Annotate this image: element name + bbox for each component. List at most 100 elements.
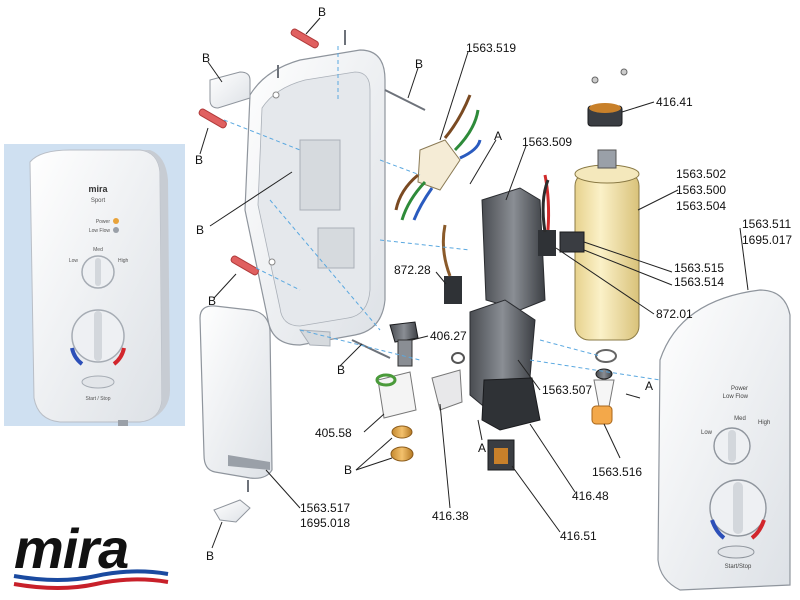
wire-brown-top <box>443 94 472 139</box>
fittings <box>375 321 465 462</box>
label-872-01: 872.01 <box>656 307 693 321</box>
solenoid-coil-winding <box>494 448 508 464</box>
retaining-clip <box>213 499 251 523</box>
heater-tank <box>559 149 640 363</box>
wire-blue-bottom <box>412 187 434 221</box>
leader-416-51 <box>511 465 561 533</box>
strainer-stem <box>397 339 413 367</box>
label-b-1: B <box>318 5 326 19</box>
backplate-hole-bottom <box>268 258 276 266</box>
cover-dial-label-high: High <box>758 420 770 426</box>
photo-mode-label-low-flow: Low Flow <box>89 228 111 234</box>
label-1563-502: 1563.502 <box>676 167 726 181</box>
leader-lines <box>199 17 749 549</box>
leader-405-58 <box>363 413 385 433</box>
cover-mode-label-power: Power <box>731 386 748 392</box>
label-a-2: A <box>645 379 653 393</box>
leader-1563-519 <box>439 51 469 141</box>
side-cover <box>199 305 273 479</box>
terminal-block <box>394 94 482 221</box>
logo-wordmark: mira <box>14 517 128 580</box>
leader-872-01 <box>555 247 655 315</box>
leader-1563-507 <box>517 359 541 391</box>
heater-stat <box>559 231 585 253</box>
wire-black <box>541 179 550 233</box>
label-1563-504: 1563.504 <box>676 199 726 213</box>
backplate-outlet-lug <box>299 329 331 347</box>
photo-model-text: Sport <box>91 198 106 204</box>
label-1695-017: 1695.017 <box>742 233 792 247</box>
mira-logo: mira <box>13 517 169 590</box>
screw-right-lower <box>351 339 391 359</box>
guide-valve <box>379 239 471 251</box>
leader-b-4 <box>199 127 209 155</box>
wire-brown-bottom <box>394 173 419 211</box>
leader-b-9 <box>211 521 223 549</box>
cover-dial-label-low: Low <box>701 430 713 436</box>
leader-1563-502 <box>637 189 679 211</box>
label-a-1: A <box>494 129 502 143</box>
label-1563-516: 1563.516 <box>592 465 642 479</box>
fixing-screws <box>247 30 426 492</box>
label-406-27: 406.27 <box>430 329 467 343</box>
front-cover: Power Low Flow Low Med High Start/Stop <box>657 289 791 591</box>
cover-dial-label-med: Med <box>734 416 746 422</box>
leader-b-2 <box>207 61 223 83</box>
outlet-fitting-nozzle <box>591 405 613 425</box>
leader-b-5 <box>209 171 293 227</box>
cover-cold-arc <box>710 519 726 540</box>
photo-brand-text: mira <box>88 184 108 194</box>
thermal-switch <box>587 68 628 127</box>
valve-base <box>481 377 541 431</box>
leader-1563-516 <box>603 423 621 459</box>
cover-power-dial-grip <box>728 430 736 462</box>
cover-start-stop-button <box>717 545 755 559</box>
clamp-bracket <box>431 369 463 411</box>
leader-b-8b <box>355 457 393 471</box>
label-416-38: 416.38 <box>432 509 469 523</box>
wire-brown <box>441 224 452 277</box>
photo-hot-arc <box>112 347 126 366</box>
photo-power-dial-grip <box>95 258 101 286</box>
backplate-mount-block <box>317 227 355 269</box>
brass-washer-1 <box>391 425 413 439</box>
label-1563-515: 1563.515 <box>674 261 724 275</box>
side-cover-clip <box>228 455 270 470</box>
wire-green-bottom <box>400 180 427 221</box>
leader-b-7 <box>339 343 363 367</box>
backplate-rib <box>299 139 341 211</box>
label-416-41: 416.41 <box>656 95 693 109</box>
thermal-switch-screw-1 <box>591 76 599 84</box>
leader-416-38 <box>439 403 451 509</box>
label-b-7: B <box>337 363 345 377</box>
guide-front-cover <box>529 359 661 381</box>
heater-terminal <box>597 149 617 169</box>
cover-temperature-dial-grip <box>733 482 743 534</box>
label-1563-519: 1563.519 <box>466 41 516 55</box>
leader-a-3 <box>477 419 483 441</box>
leader-416-41 <box>621 101 655 113</box>
label-872-28: 872.28 <box>394 263 431 277</box>
leader-1563-514 <box>583 249 673 286</box>
pressure-switch <box>444 276 462 304</box>
brass-washer-2 <box>390 446 414 462</box>
screw-right-upper <box>384 89 426 111</box>
label-b-2: B <box>202 51 210 65</box>
label-1563-509: 1563.509 <box>522 135 572 149</box>
backplate <box>244 49 386 347</box>
label-b-4: B <box>195 153 203 167</box>
wire-green-top <box>453 109 480 152</box>
photo-outlet-pipe <box>118 420 128 426</box>
label-b-8: B <box>344 463 352 477</box>
leader-872-28 <box>435 271 447 285</box>
wall-plug-lower <box>230 255 259 276</box>
label-1563-517: 1563.517 <box>300 501 350 515</box>
outlet-fitting <box>591 368 615 425</box>
label-b-5: B <box>196 223 204 237</box>
leader-1563-511 <box>739 227 749 291</box>
leader-416-48 <box>529 423 576 493</box>
power-indicator-icon <box>113 218 119 224</box>
photo-temperature-dial-grip <box>94 311 102 361</box>
leader-b-6 <box>213 273 237 299</box>
